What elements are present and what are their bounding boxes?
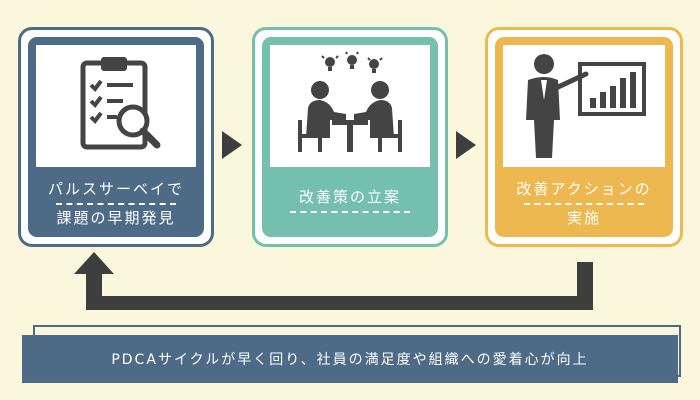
step-image (270, 45, 430, 167)
loop-arrow-horizontal (86, 296, 593, 310)
step-card-inner: 改善策の立案 (262, 37, 438, 237)
step-label: 改善アクションの 実施 (495, 171, 673, 237)
step-label-line2: 課題の早期発見 (56, 209, 176, 227)
loop-arrow-head-icon (74, 252, 114, 274)
team-meeting-icon (298, 51, 402, 152)
result-banner-text: PDCAサイクルが早く回り、社員の満足度や組織への愛着心が向上 (111, 352, 589, 368)
clipboard-magnifier-icon (80, 57, 161, 150)
step-card-inner: 改善アクションの 実施 (495, 37, 673, 237)
step-card-action: 改善アクションの 実施 (485, 27, 683, 247)
dashed-divider (524, 203, 644, 205)
dashed-divider (290, 210, 410, 213)
step-image (503, 45, 665, 167)
step-label: パルスサーベイで 課題の早期発見 (28, 171, 204, 237)
step-label-line1: 改善アクションの (516, 180, 652, 198)
result-banner: PDCAサイクルが早く回り、社員の満足度や組織への愛着心が向上 (22, 335, 678, 383)
loop-arrow-vertical-left (86, 272, 102, 310)
step-label-line2: 実施 (566, 209, 601, 227)
step-label-line1: 改善策の立案 (298, 187, 401, 206)
step-image (36, 45, 196, 167)
flow-arrow-icon (456, 131, 476, 159)
presenter-chart-icon (526, 54, 646, 158)
step-label: 改善策の立案 (262, 171, 438, 237)
step-label-line1: パルスサーベイで (47, 180, 184, 198)
step-card-pulse-survey: パルスサーベイで 課題の早期発見 (18, 27, 214, 247)
flow-arrow-icon (222, 131, 242, 159)
dashed-divider (56, 203, 176, 205)
step-card-plan: 改善策の立案 (252, 27, 448, 247)
step-card-inner: パルスサーベイで 課題の早期発見 (28, 37, 204, 237)
